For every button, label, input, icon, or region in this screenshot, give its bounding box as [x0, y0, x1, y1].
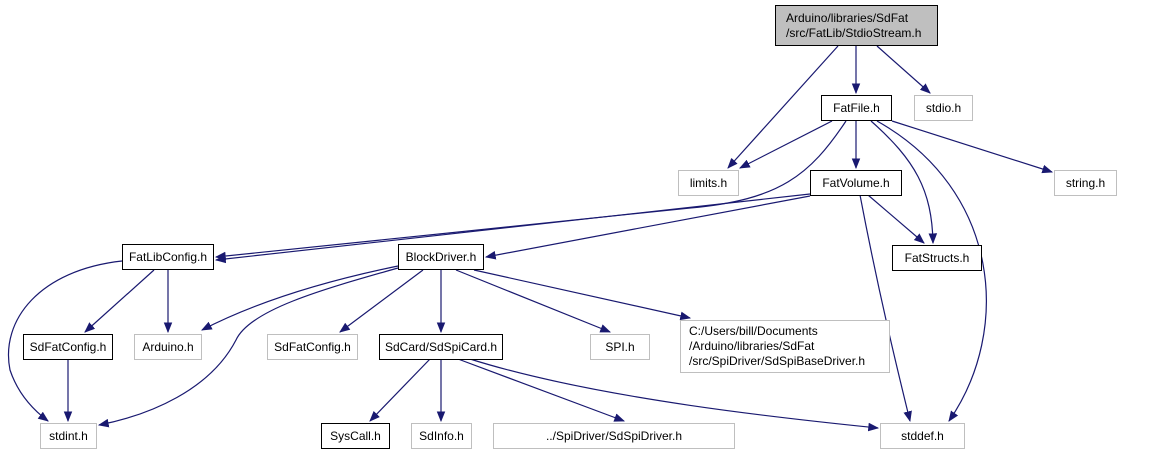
- edge-fatfile-limits: [739, 120, 833, 169]
- edge-blockdriver-arduino: [201, 265, 399, 331]
- edge-fatfile-fatstructs: [870, 120, 938, 245]
- node-arduino: Arduino.h: [134, 334, 202, 360]
- node-syscall[interactable]: SysCall.h: [321, 423, 390, 449]
- root-label-line1: Arduino/libraries/SdFat: [786, 10, 909, 25]
- edge-fatvolume-stddef: [859, 194, 912, 423]
- edge-sdspicard-stddef: [469, 358, 880, 432]
- root-label-line2: /src/FatLib/StdioStream.h: [786, 25, 922, 40]
- edge-fatfile-stddef: [876, 120, 987, 422]
- node-sdspibasedriver: C:/Users/bill/Documents /Arduino/librari…: [680, 320, 890, 373]
- edge-root-limits: [727, 45, 839, 169]
- spibasedriver-line3: /src/SpiDriver/SdSpiBaseDriver.h: [689, 354, 866, 368]
- spibasedriver-line1: C:/Users/bill/Documents: [689, 324, 818, 338]
- node-limits: limits.h: [678, 170, 739, 196]
- edge-fatlibconfig-stdint: [8, 260, 123, 422]
- edge-blockdriver-spibasedriver: [473, 269, 692, 321]
- node-sdinfo: SdInfo.h: [411, 423, 472, 449]
- node-fatvolume[interactable]: FatVolume.h: [810, 170, 902, 196]
- edge-fatfile-string: [891, 120, 1054, 174]
- edge-fatfile-fatlibconfig: [214, 120, 847, 261]
- edge-fatvolume-blockdriver: [484, 195, 811, 260]
- edge-fatvolume-fatlibconfig: [214, 193, 811, 264]
- edge-fatlibconfig-sdfatconfig: [84, 269, 155, 333]
- node-fatfile[interactable]: FatFile.h: [821, 95, 892, 121]
- node-stdint: stdint.h: [40, 423, 97, 449]
- node-string: string.h: [1054, 170, 1117, 196]
- node-spi: SPI.h: [590, 334, 650, 360]
- node-fatlibconfig[interactable]: FatLibConfig.h: [122, 244, 214, 270]
- node-fatstructs[interactable]: FatStructs.h: [892, 245, 982, 271]
- node-blockdriver[interactable]: BlockDriver.h: [398, 244, 484, 270]
- edge-sdspicard-syscall: [369, 358, 431, 422]
- edge-fatvolume-fatstructs: [867, 194, 925, 244]
- node-sdfatconfig-external: SdFatConfig.h: [267, 334, 358, 360]
- spibasedriver-line2: /Arduino/libraries/SdFat: [689, 339, 815, 353]
- node-stdio: stdio.h: [914, 95, 973, 121]
- node-stddef: stddef.h: [880, 423, 965, 449]
- node-stdiostream-root[interactable]: Arduino/libraries/SdFat /src/FatLib/Stdi…: [775, 5, 938, 46]
- edge-sdspicard-sdspidriver: [457, 358, 626, 422]
- node-sdspidriver: ../SpiDriver/SdSpiDriver.h: [493, 423, 735, 449]
- edge-blockdriver-spi: [455, 269, 612, 333]
- node-sdspicard[interactable]: SdCard/SdSpiCard.h: [379, 334, 503, 360]
- node-sdfatconfig[interactable]: SdFatConfig.h: [23, 334, 113, 360]
- edge-blockdriver-stdint: [97, 267, 399, 428]
- edge-root-stdio: [876, 45, 931, 94]
- edge-blockdriver-sdfatconfig: [339, 269, 424, 333]
